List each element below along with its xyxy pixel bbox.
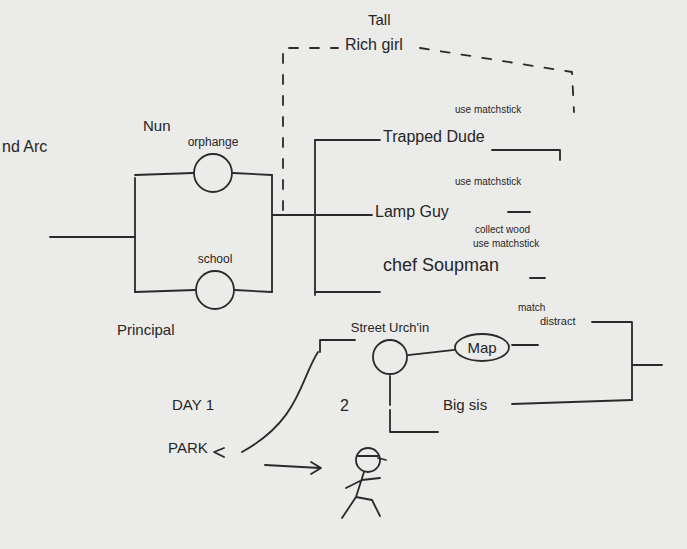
wire	[315, 140, 380, 292]
note-label: DAY 1	[172, 397, 214, 414]
note-label: match	[518, 302, 545, 313]
node-heading: Street Urch'in	[351, 321, 429, 335]
circle-node: Street Urch'in	[372, 339, 408, 375]
note-label: Lamp Guy	[375, 203, 449, 221]
connector	[408, 350, 455, 355]
bracket	[592, 322, 662, 400]
node-text: Map	[467, 339, 496, 356]
wire	[135, 173, 272, 175]
outline	[373, 340, 407, 374]
outline	[194, 154, 232, 192]
ellipse-node: Map	[454, 333, 510, 362]
note-label: collect wood	[475, 224, 530, 235]
note-label: 2	[340, 397, 349, 415]
wire	[508, 211, 530, 213]
circle-node: orphange	[193, 153, 233, 193]
circle-node: school	[195, 270, 235, 310]
wire	[50, 236, 135, 238]
bracket	[272, 175, 315, 292]
figure-body	[342, 472, 380, 518]
node-outline	[372, 339, 408, 375]
wire	[135, 290, 272, 292]
figure-head	[356, 448, 380, 472]
note-label: distract	[540, 315, 575, 327]
bracket	[134, 178, 136, 292]
note-label: Big sis	[443, 397, 487, 414]
note-label: Rich girl	[345, 36, 403, 54]
node-heading: school	[198, 253, 233, 266]
node-outline	[195, 270, 235, 310]
note-label: chef Soupman	[383, 256, 499, 276]
note-label: nd Arc	[2, 138, 47, 156]
bracket	[320, 340, 355, 352]
curve	[242, 352, 318, 452]
note-label: Trapped Dude	[383, 128, 485, 146]
note-label: Nun	[143, 118, 171, 135]
bracket-mark	[214, 448, 224, 457]
note-label: PARK	[168, 440, 208, 457]
note-label: Principal	[117, 322, 175, 339]
bracket	[314, 140, 316, 295]
dashed-link	[283, 48, 574, 210]
arrow	[265, 462, 321, 474]
connector-line	[408, 350, 455, 355]
node-outline	[193, 153, 233, 193]
note-label: Tall	[368, 12, 391, 29]
node-heading: orphange	[188, 136, 239, 149]
wire	[512, 400, 632, 404]
figure-cap	[358, 456, 386, 460]
note-label: use matchstick	[455, 104, 521, 115]
note-label: use matchstick	[455, 176, 521, 187]
wire	[512, 344, 538, 346]
wire	[492, 150, 560, 160]
wire	[390, 376, 438, 432]
outline	[196, 271, 234, 309]
note-label: use matchstick	[473, 238, 539, 249]
outline	[455, 334, 509, 361]
wire	[530, 277, 545, 279]
